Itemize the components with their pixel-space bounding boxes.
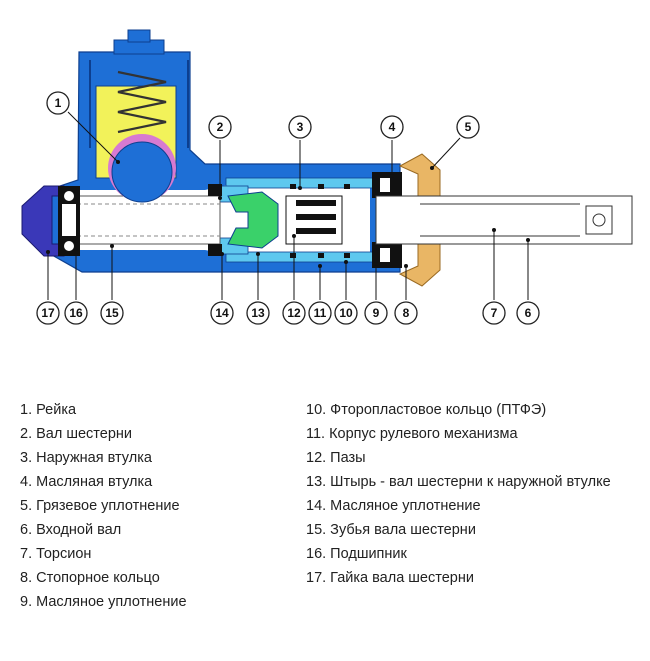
svg-text:13: 13 [251, 306, 265, 320]
legend-item: 14. Масляное уплотнение [306, 498, 481, 514]
callout-17: 17 [36, 301, 60, 325]
legend-item: 9. Масляное уплотнение [20, 594, 187, 610]
rack [95, 70, 177, 203]
callout-13: 13 [246, 301, 270, 325]
svg-text:4: 4 [389, 120, 396, 134]
svg-text:14: 14 [215, 306, 229, 320]
svg-text:1: 1 [55, 96, 62, 110]
legend-item: 11. Корпус рулевого механизма [306, 426, 518, 442]
callout-11: 11 [308, 301, 332, 325]
legend-item: 7. Торсион [20, 546, 92, 562]
bearing [58, 186, 80, 256]
callout-4: 4 [380, 115, 404, 139]
svg-text:9: 9 [373, 306, 380, 320]
callout-14: 14 [210, 301, 234, 325]
callout-3: 3 [288, 115, 312, 139]
svg-text:8: 8 [403, 306, 410, 320]
svg-text:16: 16 [69, 306, 83, 320]
ptfe-rings [290, 184, 350, 258]
svg-text:15: 15 [105, 306, 119, 320]
legend-item: 4. Масляная втулка [20, 474, 153, 490]
oil-seal-left-bottom [208, 244, 222, 256]
callout-2: 2 [208, 115, 232, 139]
callout-10: 10 [334, 301, 358, 325]
svg-text:3: 3 [297, 120, 304, 134]
legend-item: 5. Грязевое уплотнение [20, 498, 180, 514]
cap-tab [127, 29, 151, 43]
svg-text:7: 7 [491, 306, 498, 320]
svg-text:17: 17 [41, 306, 55, 320]
callout-1: 1 [46, 91, 70, 115]
callout-16: 16 [64, 301, 88, 325]
legend-item: 3. Наружная втулка [20, 450, 152, 466]
legend-item: 17. Гайка вала шестерни [306, 570, 474, 586]
legend-item: 13. Штырь - вал шестерни к наружной втул… [306, 474, 611, 490]
legend-item: 15. Зубья вала шестерни [306, 522, 476, 538]
legend-item: 8. Стопорное кольцо [20, 570, 160, 586]
oil-seal-left-top [208, 184, 222, 196]
callout-9: 9 [364, 301, 388, 325]
rack-spring [117, 70, 167, 134]
legend-item: 12. Пазы [306, 450, 366, 466]
legend-item: 2. Вал шестерни [20, 426, 133, 442]
legend-item: 16. Подшипник [306, 546, 407, 562]
svg-text:11: 11 [314, 306, 327, 320]
legend-item: 6. Входной вал [20, 522, 122, 538]
callout-12: 12 [282, 301, 306, 325]
svg-text:5: 5 [465, 120, 472, 134]
svg-text:2: 2 [217, 120, 224, 134]
pin-shaft-to-sleeve [227, 191, 279, 249]
leader-dots [46, 160, 530, 268]
pinion-shaft [69, 195, 221, 245]
legend-item: 10. Фторопластовое кольцо (ПТФЭ) [306, 402, 547, 418]
callout-5: 5 [456, 115, 480, 139]
callout-7: 7 [482, 301, 506, 325]
callout-8: 8 [394, 301, 418, 325]
callout-6: 6 [516, 301, 540, 325]
leader-lines [47, 111, 529, 300]
svg-text:10: 10 [339, 306, 353, 320]
svg-text:12: 12 [287, 306, 301, 320]
dust-seal-top [398, 153, 441, 199]
legend-left-column: 1. Рейка 2. Вал шестерни 3. Наружная вту… [20, 398, 187, 614]
input-shaft [375, 195, 633, 245]
callout-15: 15 [100, 301, 124, 325]
svg-text:6: 6 [525, 306, 532, 320]
legend-right-column: 10. Фторопластовое кольцо (ПТФЭ) 11. Кор… [306, 398, 611, 590]
legend-item: 1. Рейка [20, 402, 77, 418]
steering-gear-cross-section: 1 2 3 4 5 6 7 8 9 10 11 12 13 14 15 16 1… [21, 29, 633, 325]
